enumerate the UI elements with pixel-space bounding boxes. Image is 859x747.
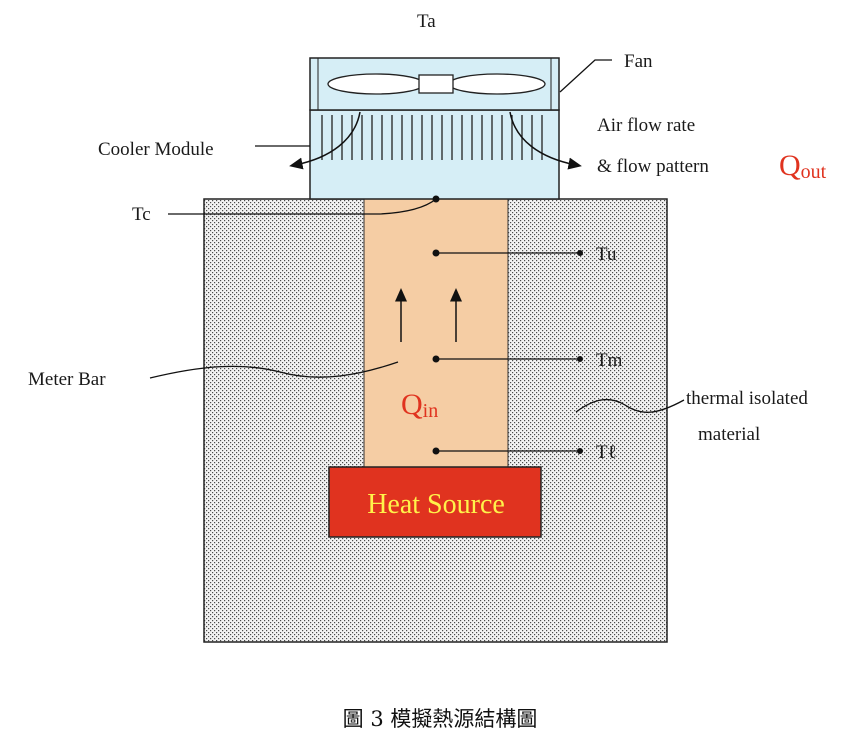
tc-label: Tc bbox=[132, 204, 151, 225]
thermal-material-label-line2: material bbox=[698, 424, 760, 445]
meter-bar-label: Meter Bar bbox=[28, 369, 106, 390]
figure-caption: 圖 3 模擬熱源結構圖 bbox=[343, 707, 538, 731]
tc-sensor-point bbox=[432, 195, 440, 203]
tm-sensor-point bbox=[432, 355, 440, 363]
cooler-module-label: Cooler Module bbox=[98, 139, 214, 160]
ta-label: Ta bbox=[417, 11, 436, 32]
tu-end-point bbox=[577, 250, 583, 256]
tu-label: Tu bbox=[596, 244, 617, 265]
air-flow-label-line1: Air flow rate bbox=[597, 115, 695, 136]
thermal-material-label-line1: thermal isolated bbox=[686, 388, 808, 409]
heat-source-block bbox=[328, 466, 542, 538]
tl-end-point bbox=[577, 448, 583, 454]
heat-source-label: Heat Source bbox=[367, 489, 505, 520]
tl-sensor-point bbox=[432, 447, 440, 455]
fan-label: Fan bbox=[624, 51, 653, 72]
cooler-fins bbox=[321, 115, 543, 160]
tm-label: Tm bbox=[596, 350, 623, 371]
air-flow-right-arrow bbox=[509, 111, 582, 170]
fan-leader-line bbox=[559, 59, 612, 93]
air-flow-label-line2: & flow pattern bbox=[597, 156, 709, 177]
tc-leader-line bbox=[168, 198, 437, 215]
meter-bar-leader-line bbox=[149, 361, 399, 379]
fan-icon bbox=[327, 73, 546, 95]
q-in-label: Qin bbox=[401, 388, 438, 422]
air-flow-left-arrow bbox=[289, 111, 361, 170]
tm-end-point bbox=[577, 356, 583, 362]
thermal-material-leader-line bbox=[575, 398, 685, 413]
tl-label: Tℓ bbox=[596, 442, 617, 463]
meter-bar bbox=[363, 198, 509, 470]
tu-sensor-point bbox=[432, 249, 440, 257]
q-out-label: Qout bbox=[779, 149, 827, 183]
